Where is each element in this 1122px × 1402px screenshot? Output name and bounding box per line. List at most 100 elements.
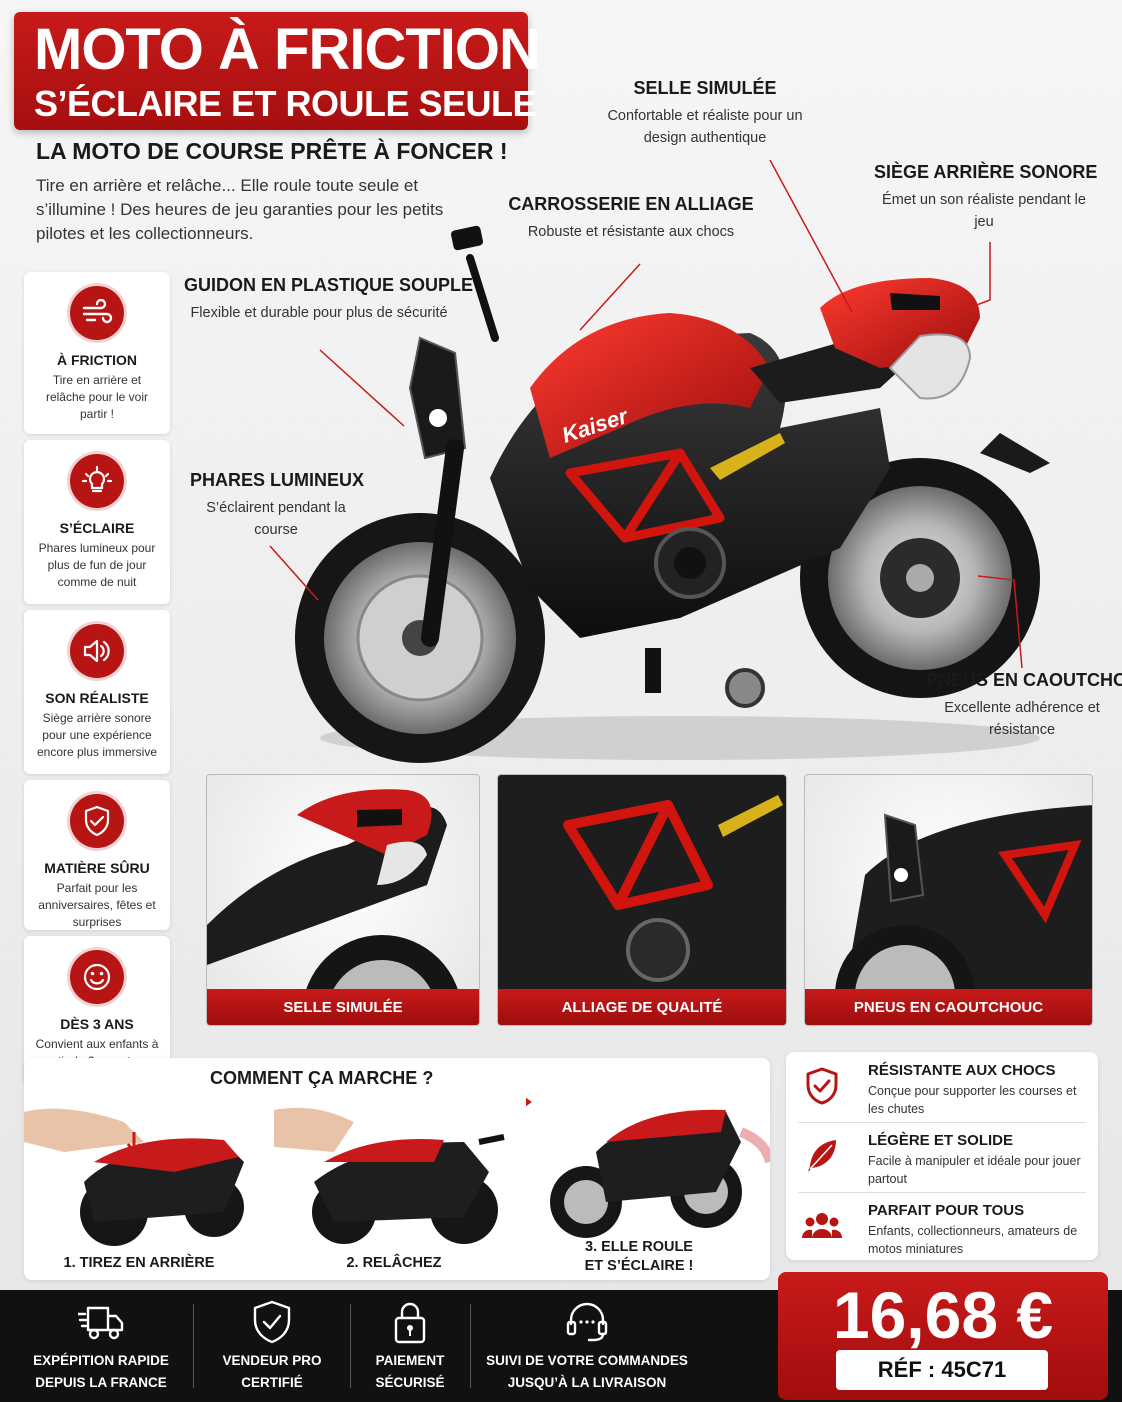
group-icon xyxy=(802,1213,842,1238)
divider xyxy=(798,1192,1086,1193)
feature-title: SON RÉALISTE xyxy=(45,690,149,706)
callout-title: PHARES LUMINEUX xyxy=(190,470,365,490)
motorcycle-illustration: Kaiser xyxy=(295,225,1050,763)
smiley-icon xyxy=(70,950,124,1004)
benefit-title: PARFAIT POUR TOUS xyxy=(868,1202,1025,1219)
callout-desc: Émet un son réaliste pendant le jeu xyxy=(882,192,1086,230)
step-2-label: 2. RELÂCHEZ xyxy=(346,1255,442,1271)
headline: LA MOTO DE COURSE PRÊTE À FONCER ! xyxy=(36,138,508,164)
feature-card-friction: À FRICTION Tire en arrière et relâche po… xyxy=(24,272,170,434)
benefit-item: LÉGÈRE ET SOLIDE Facile à manipuler et i… xyxy=(786,1124,1098,1190)
rear-wheel xyxy=(800,458,1040,698)
benefit-desc: Enfants, collectionneurs, amateurs de mo… xyxy=(868,1224,1078,1256)
detail-label: ALLIAGE DE QUALITÉ xyxy=(498,989,786,1025)
benefit-item: PARFAIT POUR TOUS Enfants, collectionneu… xyxy=(786,1194,1098,1260)
feature-title: DÈS 3 ANS xyxy=(60,1016,134,1032)
feature-card-light: S’ÉCLAIRE Phares lumineux pour plus de f… xyxy=(24,440,170,604)
guarantee-line-2: JUSQU’À LA LIVRAISON xyxy=(507,1375,667,1390)
callout-desc: Robuste et résistante aux chocs xyxy=(527,224,735,240)
callout-desc: Excellente adhérence et résistance xyxy=(944,700,1100,738)
wind-icon xyxy=(70,286,124,340)
benefit-desc: Conçue pour supporter les courses et les… xyxy=(868,1084,1077,1116)
detail-label: SELLE SIMULÉE xyxy=(207,989,479,1025)
guarantee-tracking: SUIVI DE VOTRE COMMANDES JUSQU’À LA LIVR… xyxy=(478,1290,696,1402)
callout-handlebar: GUIDON EN PLASTIQUE SOUPLE Flexible et d… xyxy=(184,275,474,324)
intro-text: Tire en arrière et relâche... Elle roule… xyxy=(36,176,444,243)
headset-icon xyxy=(566,1302,608,1342)
price-box: 16,68 € RÉF : 45C71 xyxy=(778,1272,1108,1400)
guarantee-line-1: SUIVI DE VOTRE COMMANDES xyxy=(486,1353,688,1368)
guarantee-payment: PAIEMENT SÉCURISÉ xyxy=(360,1290,460,1402)
feature-desc: Tire en arrière et relâche pour le voir … xyxy=(45,373,149,421)
feature-card-sound: SON RÉALISTE Siège arrière sonore pour u… xyxy=(24,610,170,774)
callout-seat: SELLE SIMULÉE Confortable et réaliste po… xyxy=(590,78,820,149)
guarantee-line-1: PAIEMENT xyxy=(375,1353,445,1368)
feature-desc: Siège arrière sonore pour une expérience… xyxy=(36,711,158,759)
step-1-image xyxy=(24,1108,244,1246)
divider xyxy=(470,1304,471,1388)
step-3-label-line-1: 3. ELLE ROULE xyxy=(585,1239,693,1255)
benefit-title: LÉGÈRE ET SOLIDE xyxy=(868,1132,1014,1149)
divider xyxy=(193,1304,194,1388)
seat-closeup-image xyxy=(207,789,459,991)
guarantee-line-1: VENDEUR PRO xyxy=(222,1353,322,1368)
step-3-label-line-2: ET S’ÉCLAIRE ! xyxy=(584,1258,694,1274)
callout-tires: PNEUS EN CAOUTCHOUC Excellente adhérence… xyxy=(926,670,1122,741)
step-2-image xyxy=(274,1107,505,1244)
callout-title: CARROSSERIE EN ALLIAGE xyxy=(508,194,754,214)
feather-icon xyxy=(808,1140,836,1172)
guarantee-line-1: EXPÉPITION RAPIDE xyxy=(33,1353,169,1368)
feature-desc: Phares lumineux pour plus de fun de jour… xyxy=(38,541,156,589)
feature-card-material: MATIÈRE SÛRU Parfait pour les anniversai… xyxy=(24,780,170,930)
delivery-truck-icon xyxy=(78,1306,124,1340)
reference-code: RÉF : 45C71 xyxy=(836,1350,1048,1390)
alloy-closeup-image xyxy=(498,775,786,991)
detail-thumb-tires: PNEUS EN CAOUTCHOUC xyxy=(804,774,1093,1026)
detail-thumb-seat: SELLE SIMULÉE xyxy=(206,774,480,1026)
feature-desc: Parfait pour les anniversaires, fêtes et… xyxy=(38,881,156,929)
callout-title: SELLE SIMULÉE xyxy=(633,78,777,98)
step-3-image xyxy=(526,1097,770,1238)
callout-body: CARROSSERIE EN ALLIAGE Robuste et résist… xyxy=(508,194,754,243)
shield-check-icon xyxy=(253,1300,291,1344)
title-line-1: MOTO À FRICTION xyxy=(34,17,541,82)
step-1-label: 1. TIREZ EN ARRIÈRE xyxy=(63,1255,215,1271)
callout-rear-seat: SIÈGE ARRIÈRE SONORE Émet un son réalist… xyxy=(874,162,1098,233)
guarantee-line-2: CERTIFIÉ xyxy=(241,1375,303,1390)
benefits-panel: RÉSISTANTE AUX CHOCS Conçue pour support… xyxy=(786,1052,1098,1260)
detail-thumb-alloy: ALLIAGE DE QUALITÉ xyxy=(497,774,787,1026)
callout-title: SIÈGE ARRIÈRE SONORE xyxy=(874,162,1098,182)
divider xyxy=(798,1122,1086,1123)
trellis-frame xyxy=(565,448,725,543)
title-banner: MOTO À FRICTION S’ÉCLAIRE ET ROULE SEULE xyxy=(14,12,541,130)
callout-title: PNEUS EN CAOUTCHOUC xyxy=(926,670,1122,690)
guarantee-line-2: SÉCURISÉ xyxy=(375,1375,445,1390)
divider xyxy=(350,1304,351,1388)
feature-title: S’ÉCLAIRE xyxy=(59,520,135,536)
step-3-label: 3. ELLE ROULE ET S’ÉCLAIRE ! xyxy=(564,1238,714,1276)
guarantee-seller: VENDEUR PRO CERTIFIÉ xyxy=(204,1290,340,1402)
callout-lights: PHARES LUMINEUX S’éclairent pendant la c… xyxy=(190,470,365,541)
guarantee-line-2: DEPUIS LA FRANCE xyxy=(35,1375,167,1390)
how-it-works-panel: COMMENT ÇA MARCHE ? 1. TIREZ EN ARRIÈRE … xyxy=(24,1058,770,1280)
price: 16,68 € xyxy=(832,1278,1054,1352)
benefit-desc: Facile à manipuler et idéale pour jouer … xyxy=(868,1154,1081,1186)
callout-desc: Confortable et réaliste pour un design a… xyxy=(607,108,803,146)
tires-closeup-image xyxy=(835,805,1092,991)
front-wheel xyxy=(295,513,545,763)
feature-title: À FRICTION xyxy=(56,352,138,368)
shield-check-icon xyxy=(806,1067,838,1105)
benefit-item: RÉSISTANTE AUX CHOCS Conçue pour support… xyxy=(786,1054,1098,1120)
callout-desc: Flexible et durable pour plus de sécurit… xyxy=(190,305,448,321)
title-line-2: S’ÉCLAIRE ET ROULE SEULE xyxy=(34,83,537,124)
how-title: COMMENT ÇA MARCHE ? xyxy=(210,1068,434,1088)
benefit-title: RÉSISTANTE AUX CHOCS xyxy=(868,1062,1056,1079)
light-bulb-icon xyxy=(70,454,124,508)
callout-title: GUIDON EN PLASTIQUE SOUPLE xyxy=(184,275,474,295)
detail-label: PNEUS EN CAOUTCHOUC xyxy=(805,989,1092,1025)
callout-leader-lines xyxy=(269,159,1023,669)
speaker-icon xyxy=(70,624,124,678)
shield-check-icon xyxy=(70,794,124,848)
feature-title: MATIÈRE SÛRU xyxy=(44,860,150,876)
callout-desc: S’éclairent pendant la course xyxy=(206,500,346,538)
